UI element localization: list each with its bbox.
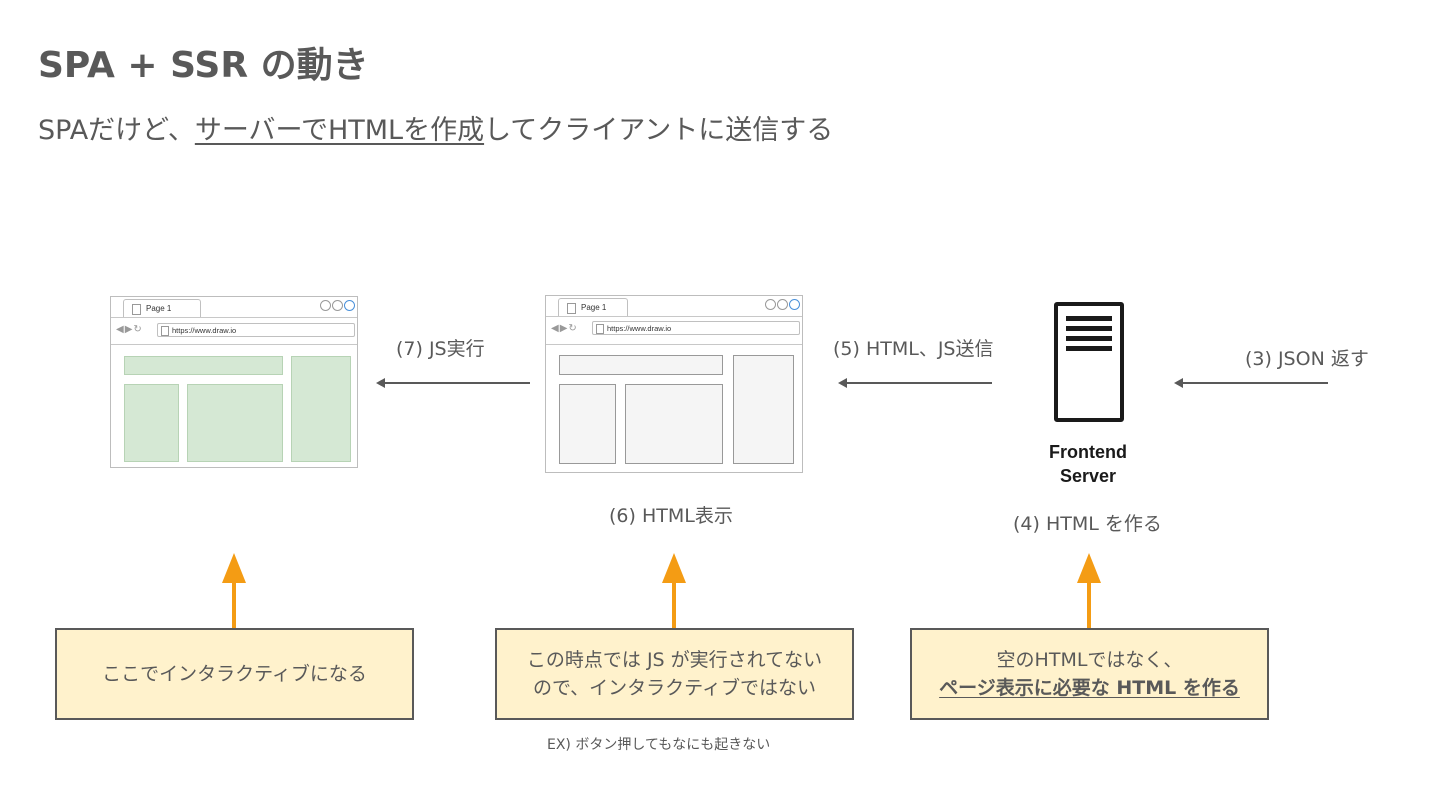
note-full-html: 空のHTMLではなく、 ページ表示に必要な HTML を作る [910, 628, 1269, 720]
note-interactive-text: ここでインタラクティブになる [102, 662, 367, 685]
window-controls [320, 300, 355, 312]
server-icon [1054, 302, 1124, 422]
server-label-line1: Frontend [1049, 442, 1127, 462]
browser-tab: Page 1 [558, 298, 628, 316]
arrow-step3 [1174, 378, 1328, 388]
note-not-interactive: この時点では JS が実行されてない ので、インタラクティブではない [495, 628, 854, 720]
browser-url-text: https://www.draw.io [607, 324, 672, 333]
content-block-left [559, 384, 616, 464]
browser-url-text: https://www.draw.io [172, 326, 237, 335]
page-icon [567, 303, 576, 314]
content-block-main [187, 384, 283, 462]
note-right-line2: ページ表示に必要な HTML を作る [939, 677, 1240, 699]
nav-arrows-icon: ◀▶↻ [551, 323, 578, 334]
orange-up-arrow-right [1077, 553, 1101, 629]
content-block-header [559, 355, 723, 375]
server-label: Frontend Server [1028, 440, 1148, 488]
content-block-main [625, 384, 723, 464]
orange-up-arrow-middle [662, 553, 686, 629]
browser-static: Page 1 ◀▶↻ https://www.draw.io [545, 295, 803, 473]
orange-up-arrow-left [222, 553, 246, 629]
step5-label: (5) HTML、JS送信 [833, 338, 994, 360]
step3-label: (3) JSON 返す [1245, 348, 1369, 370]
note-middle-caption: EX) ボタン押してもなにも起きない [547, 737, 771, 753]
note-middle-line2: ので、インタラクティブではない [532, 677, 817, 699]
slide-subtitle: SPAだけど、サーバーでHTMLを作成してクライアントに送信する [38, 108, 833, 147]
note-middle-line1: この時点では JS が実行されてない [526, 648, 823, 671]
window-controls [765, 299, 800, 311]
browser-interactive: Page 1 ◀▶↻ https://www.draw.io [110, 296, 358, 468]
step7-label: (7) JS実行 [396, 338, 485, 360]
arrow-step7 [376, 378, 530, 388]
step4-label: (4) HTML を作る [1013, 513, 1162, 535]
content-block-side [733, 355, 794, 464]
nav-arrows-icon: ◀▶↻ [116, 324, 143, 335]
slide-title: SPA + SSR の動き [38, 45, 369, 86]
content-block-left [124, 384, 179, 462]
subtitle-pre: SPAだけど、 [38, 115, 195, 146]
browser-tab-label: Page 1 [581, 303, 607, 312]
subtitle-underlined: サーバーでHTMLを作成 [194, 115, 485, 146]
browser-url-bar: https://www.draw.io [157, 323, 355, 337]
server-label-line2: Server [1059, 466, 1117, 486]
arrow-step5 [838, 378, 992, 388]
note-interactive: ここでインタラクティブになる [55, 628, 414, 720]
step6-label: (6) HTML表示 [609, 505, 733, 527]
page-icon [132, 304, 141, 315]
browser-tab: Page 1 [123, 299, 201, 317]
note-right-line1: 空のHTMLではなく、 [996, 648, 1183, 671]
subtitle-post: してクライアントに送信する [484, 115, 834, 146]
browser-tab-label: Page 1 [146, 304, 172, 313]
browser-url-bar: https://www.draw.io [592, 321, 800, 335]
content-block-header [124, 356, 283, 375]
content-block-side [291, 356, 351, 462]
